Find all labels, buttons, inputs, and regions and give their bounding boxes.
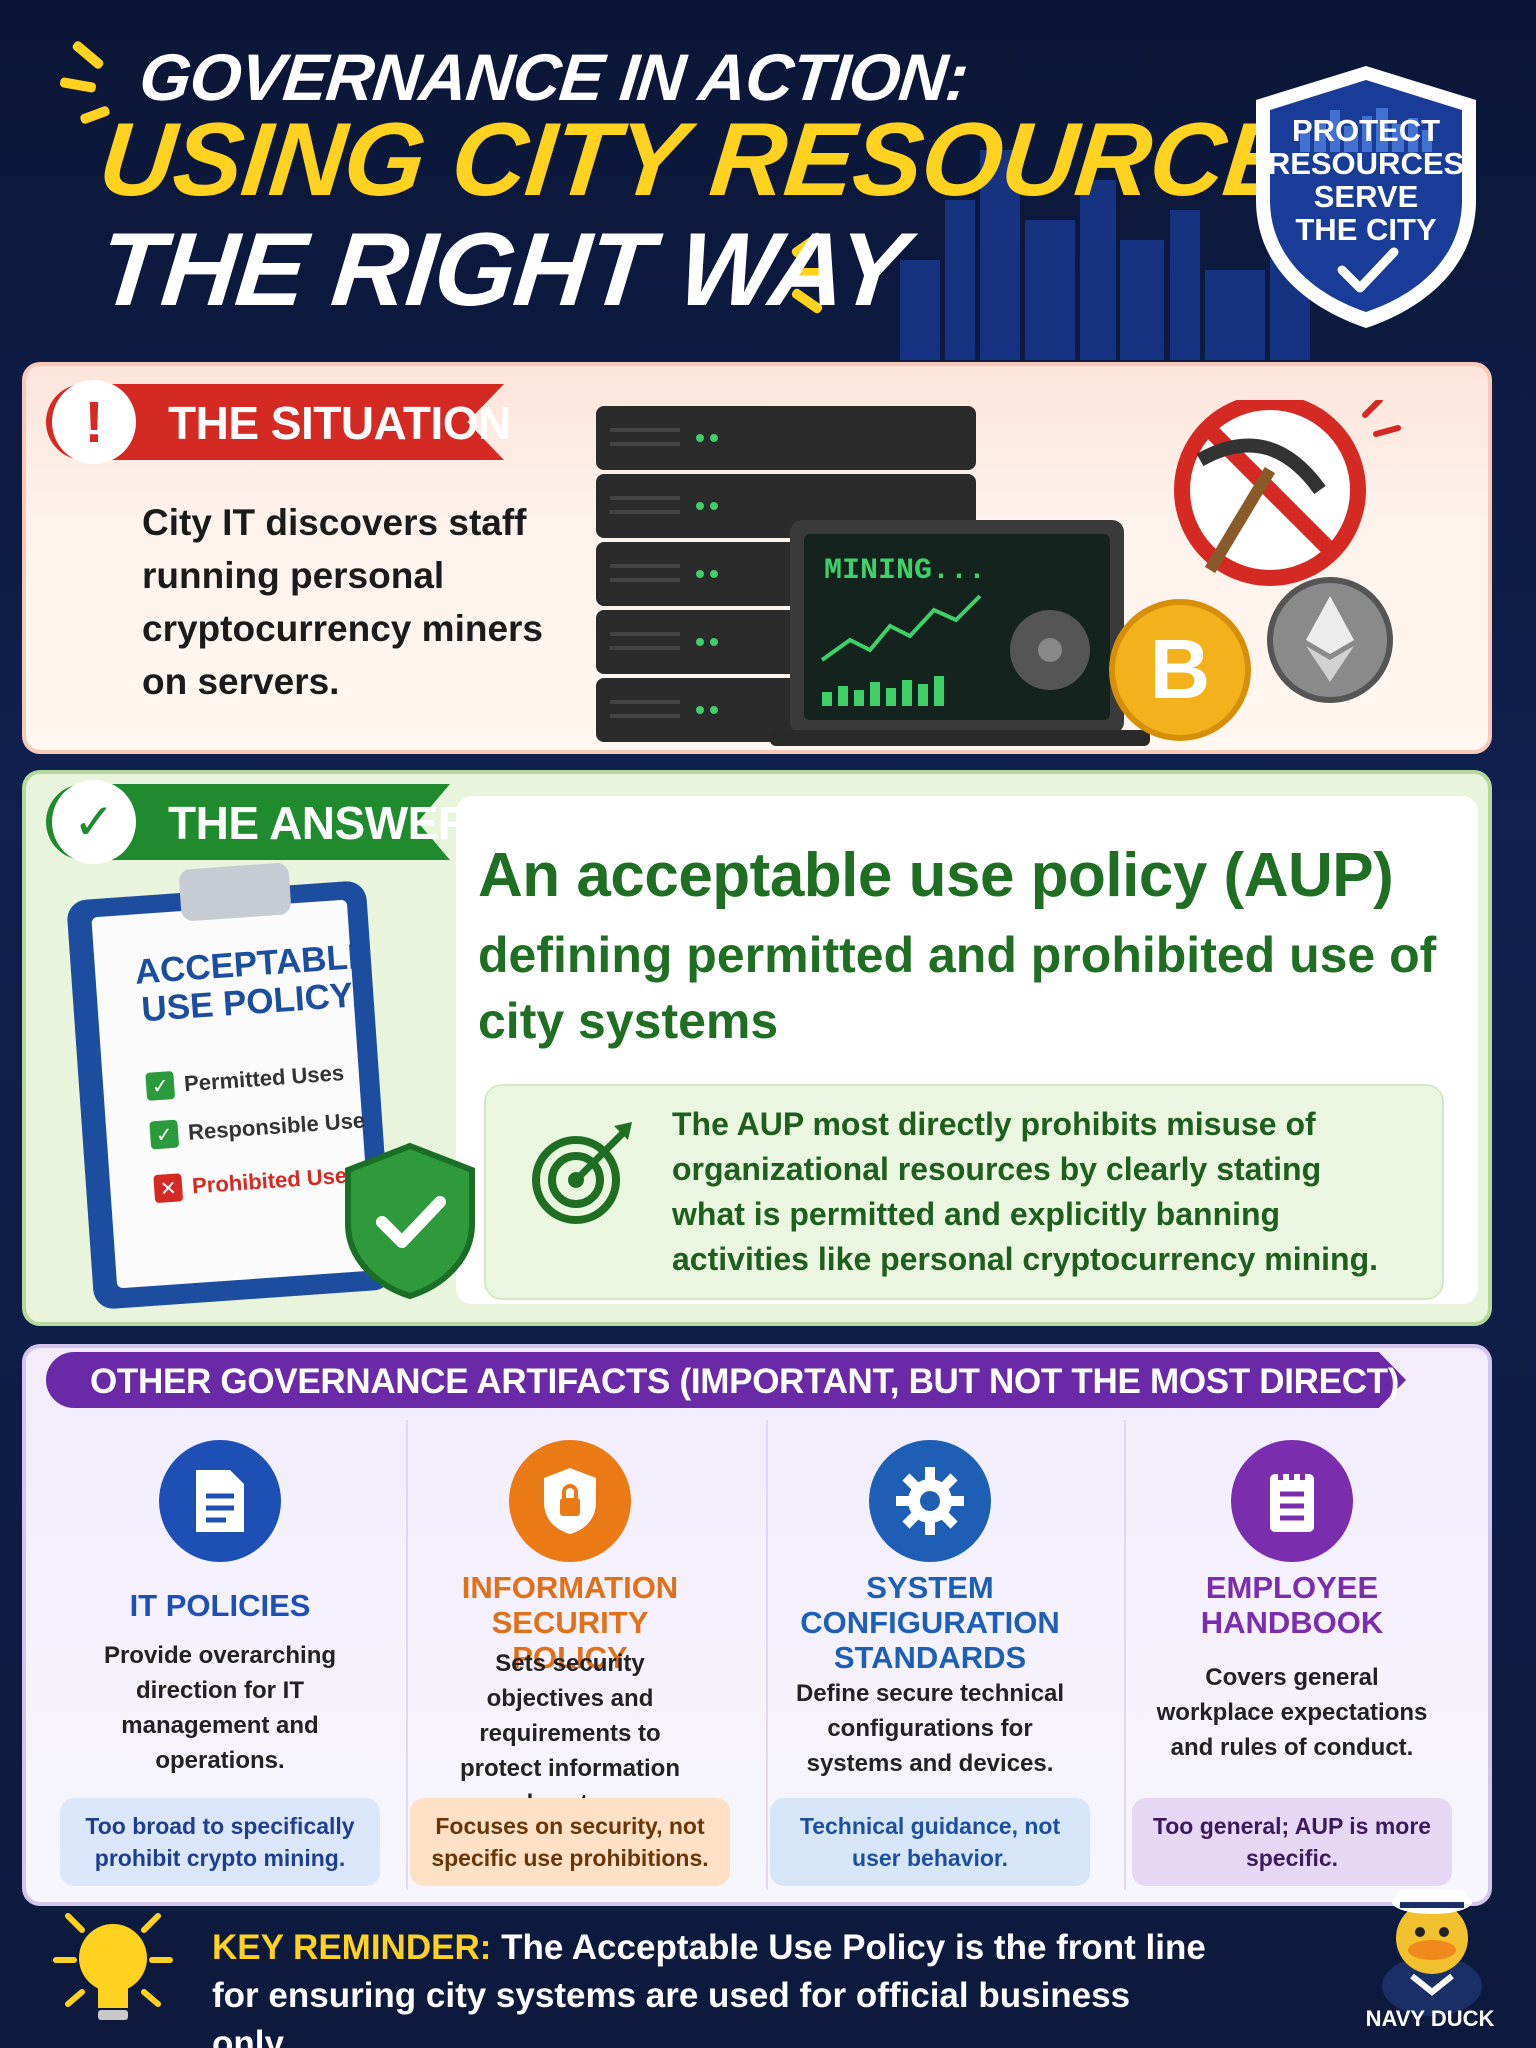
artifact-description: Covers general workplace expectations an…: [1156, 1664, 1428, 1761]
artifact-employee-handbook: EMPLOYEE HANDBOOK Covers general workpla…: [1122, 1420, 1462, 1890]
artifact-description: Define secure technical configurations f…: [795, 1680, 1065, 1777]
situation-tag-label: THE SITUATION: [168, 397, 511, 449]
column-divider: [1124, 1420, 1126, 1890]
shield-lock-icon: [509, 1440, 631, 1562]
header-line-1: GOVERNANCE IN ACTION:: [136, 40, 972, 114]
artifact-description: Provide overarching direction for IT man…: [103, 1642, 337, 1774]
badge-line: SERVE: [1313, 179, 1419, 214]
green-shield-check-icon: [345, 1142, 475, 1300]
navy-duck-mascot-icon: [1382, 1890, 1482, 2016]
artifact-title: IT POLICIES: [129, 1588, 311, 1623]
column-divider: [406, 1420, 408, 1890]
artifact-information-security-policy: INFORMATION SECURITY POLICY Sets securit…: [400, 1420, 740, 1890]
target-icon: [532, 1122, 632, 1224]
situation-text: City IT discovers staff running personal…: [142, 502, 544, 702]
gear-icon: [869, 1440, 991, 1562]
badge-line: THE CITY: [1295, 212, 1437, 247]
badge-text: PROTECT RESOURCES SERVE THE CITY: [1250, 114, 1482, 246]
key-reminder: KEY REMINDER: The Acceptable Use Policy …: [212, 1924, 1212, 2048]
exclamation-icon: !: [52, 380, 136, 464]
check-icon: ✓: [149, 1119, 180, 1150]
artifact-title: INFORMATION SECURITY POLICY: [461, 1570, 679, 1675]
shield-badge-icon: [1256, 66, 1476, 328]
answer-detail-box: [484, 1084, 1444, 1300]
other-artifacts-title: OTHER GOVERNANCE ARTIFACTS (IMPORTANT, B…: [90, 1362, 1400, 1401]
artifact-title: EMPLOYEE HANDBOOK: [1200, 1570, 1384, 1640]
burst-right: [780, 230, 860, 315]
artifact-note: Too general; AUP is more specific.: [1132, 1798, 1452, 1886]
header-line-2: USING CITY RESOURCES: [93, 102, 1368, 218]
artifact-note: Too broad to specifically prohibit crypt…: [60, 1798, 380, 1886]
header-line-3: THE RIGHT WAY: [93, 212, 912, 328]
artifact-description: Sets security objectives and requirement…: [460, 1650, 680, 1817]
document-icon: [159, 1440, 281, 1562]
answer-detail-text: The AUP most directly prohibits misuse o…: [672, 1106, 1379, 1277]
x-icon: ✕: [153, 1173, 184, 1204]
answer-subtitle: defining permitted and prohibited use of…: [478, 927, 1437, 1049]
svg-text:B: B: [1150, 622, 1211, 716]
other-artifacts-banner: [46, 1352, 1406, 1408]
answer-title: An acceptable use policy (AUP): [478, 841, 1394, 910]
artifact-title: SYSTEM CONFIGURATION STANDARDS: [800, 1570, 1060, 1675]
server-rack-illustration: B: [596, 400, 1401, 746]
column-divider: [766, 1420, 768, 1890]
notebook-icon: [1231, 1440, 1353, 1562]
clipboard-clip-icon: [178, 862, 292, 922]
check-icon: ✓: [145, 1070, 176, 1101]
answer-tag-label: THE ANSWER: [168, 797, 471, 849]
artifact-it-policies: IT POLICIES Provide overarching directio…: [50, 1420, 390, 1890]
clipboard-title: ACCEPTABLE USE POLICY: [133, 936, 373, 1030]
lightbulb-icon: [53, 1913, 173, 2020]
artifact-note: Focuses on security, not specific use pr…: [410, 1798, 730, 1886]
badge-line: PROTECT: [1291, 113, 1441, 148]
artifact-note: Technical guidance, not user behavior.: [770, 1798, 1090, 1886]
key-reminder-text: The Acceptable Use Policy is the front l…: [212, 1928, 1206, 2048]
artifact-system-configuration-standards: SYSTEM CONFIGURATION STANDARDS Define se…: [760, 1420, 1100, 1890]
laptop-screen-label: MINING...: [824, 554, 987, 588]
mascot-label: NAVY DUCK: [1365, 2006, 1495, 2031]
badge-line: RESOURCES: [1267, 146, 1465, 181]
check-icon: ✓: [52, 780, 136, 864]
key-reminder-label: KEY REMINDER:: [212, 1928, 492, 1967]
city-skyline-graphic: [900, 150, 1310, 360]
